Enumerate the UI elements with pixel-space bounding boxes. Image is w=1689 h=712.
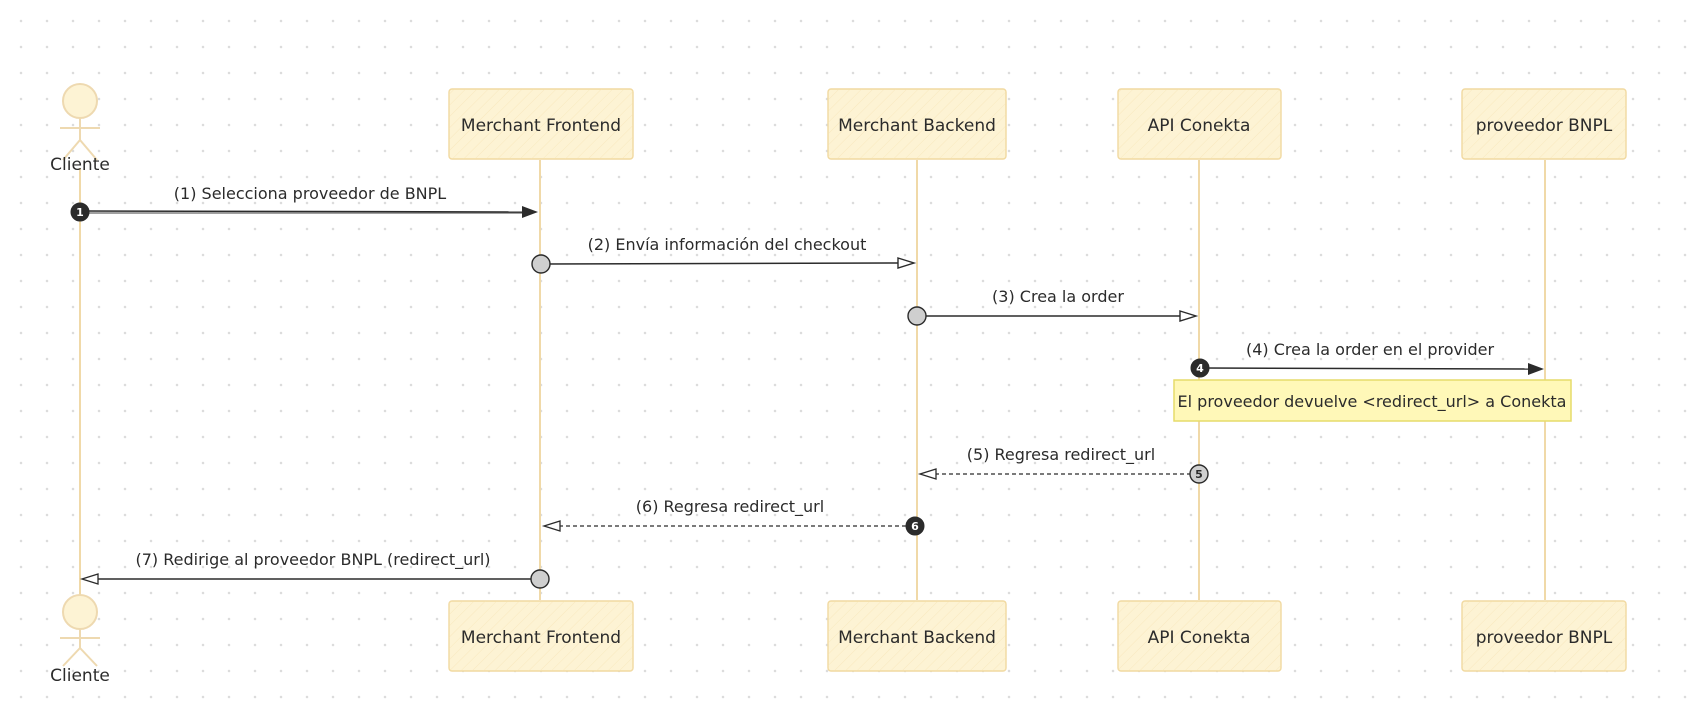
actor-cliente-top: Cliente <box>50 83 110 175</box>
message-1: (1) Selecciona proveedor de BNPL 1 <box>70 184 538 222</box>
arrowhead-icon <box>1179 310 1199 322</box>
message-label: (4) Crea la order en el provider <box>1246 340 1495 359</box>
message-label: (6) Regresa redirect_url <box>636 497 824 517</box>
participant-label: API Conekta <box>1148 116 1251 136</box>
message-3: (3) Crea la order <box>907 287 1199 326</box>
step-badge-hatched <box>531 254 551 274</box>
participant-label: Merchant Frontend <box>461 116 621 136</box>
arrowhead-icon <box>541 520 561 532</box>
participant-backend-bottom: Merchant Backend <box>827 600 1007 672</box>
message-2: (2) Envía información del checkout <box>531 235 917 274</box>
participant-label: proveedor BNPL <box>1476 116 1613 136</box>
step-badge: 4 <box>1190 358 1210 378</box>
message-label: (2) Envía información del checkout <box>588 235 867 254</box>
arrowhead-icon <box>897 257 917 269</box>
person-icon <box>60 83 100 161</box>
step-badge: 6 <box>905 516 925 536</box>
svg-text:5: 5 <box>1195 468 1203 481</box>
actor-label: Cliente <box>50 155 110 175</box>
step-badge: 1 <box>70 202 90 222</box>
actor-cliente-bottom: Cliente <box>50 594 110 686</box>
participant-bnpl-bottom: proveedor BNPL <box>1461 600 1627 672</box>
participant-bnpl-top: proveedor BNPL <box>1461 88 1627 160</box>
arrowhead-icon <box>522 206 538 218</box>
participant-label: Merchant Frontend <box>461 628 621 648</box>
note: El proveedor devuelve <redirect_url> a C… <box>1173 379 1572 422</box>
actor-label: Cliente <box>50 666 110 686</box>
message-5: (5) Regresa redirect_url 5 <box>917 445 1209 484</box>
participant-conekta-top: API Conekta <box>1117 88 1282 160</box>
arrowhead-icon <box>917 468 937 480</box>
message-7: (7) Redirige al proveedor BNPL (redirect… <box>79 550 550 589</box>
step-badge-hatched <box>907 306 927 326</box>
participant-label: Merchant Backend <box>838 116 996 136</box>
message-6: (6) Regresa redirect_url 6 <box>541 497 925 536</box>
participant-label: API Conekta <box>1148 628 1251 648</box>
svg-text:1: 1 <box>76 206 84 219</box>
svg-text:6: 6 <box>911 520 919 533</box>
participant-label: proveedor BNPL <box>1476 628 1613 648</box>
arrowhead-icon <box>1528 363 1544 375</box>
participant-frontend-top: Merchant Frontend <box>448 88 634 160</box>
participant-backend-top: Merchant Backend <box>827 88 1007 160</box>
participant-conekta-bottom: API Conekta <box>1117 600 1282 672</box>
note-text: El proveedor devuelve <redirect_url> a C… <box>1178 392 1567 412</box>
message-label: (3) Crea la order <box>992 287 1124 306</box>
message-label: (5) Regresa redirect_url <box>967 445 1155 465</box>
message-label: (1) Selecciona proveedor de BNPL <box>174 184 447 203</box>
arrowhead-icon <box>79 573 99 585</box>
participant-frontend-bottom: Merchant Frontend <box>448 600 634 672</box>
person-icon <box>60 594 100 667</box>
participant-label: Merchant Backend <box>838 628 996 648</box>
step-badge-hatched <box>530 569 550 589</box>
svg-text:4: 4 <box>1196 362 1204 375</box>
message-label: (7) Redirige al proveedor BNPL (redirect… <box>135 550 490 570</box>
message-4: (4) Crea la order en el provider 4 <box>1190 340 1544 378</box>
step-badge-hatched: 5 <box>1189 464 1209 484</box>
